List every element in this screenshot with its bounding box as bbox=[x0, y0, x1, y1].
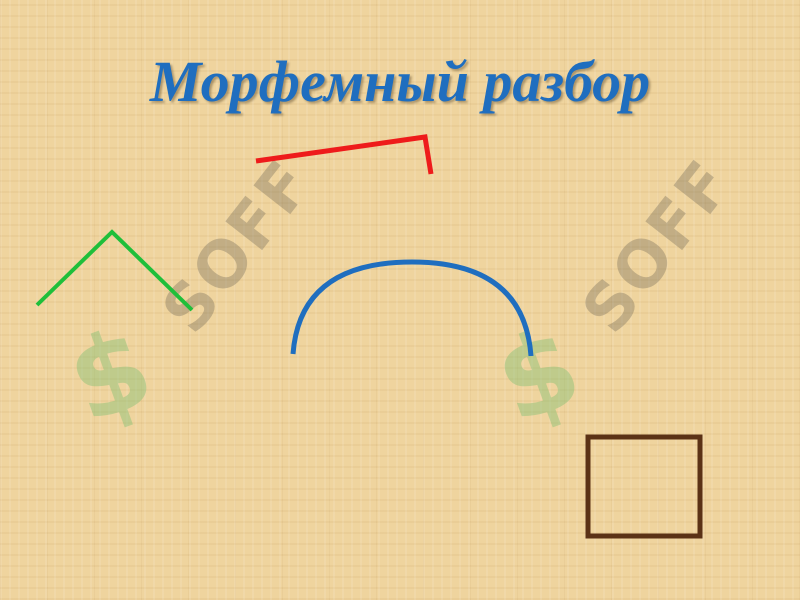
page-title: Морфемный разбор bbox=[149, 49, 651, 114]
suffix-caret-icon bbox=[255, 134, 434, 175]
root-arc-icon bbox=[290, 259, 534, 357]
prefix-corner-icon bbox=[35, 229, 194, 312]
ending-box-icon bbox=[585, 434, 703, 539]
